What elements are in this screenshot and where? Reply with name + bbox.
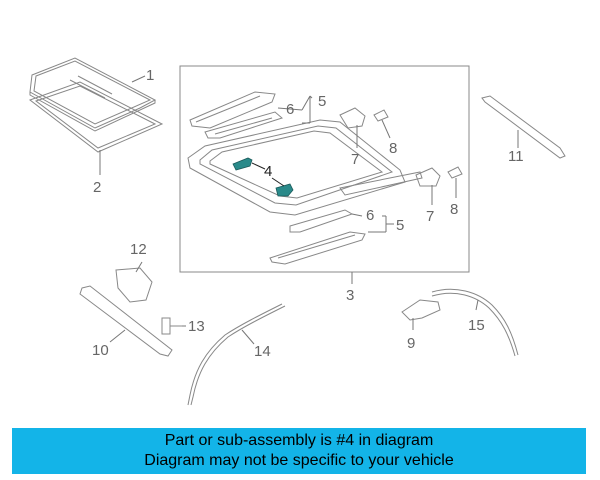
callout-15: 15 bbox=[468, 317, 485, 334]
bracket-part-12 bbox=[115, 267, 153, 303]
banner-line-1: Part or sub-assembly is #4 in diagram bbox=[164, 432, 434, 449]
clip-part-8 bbox=[373, 109, 463, 179]
lower-guide-rail bbox=[269, 209, 366, 265]
callout-5-lower: 5 bbox=[396, 217, 404, 234]
callout-6-upper: 6 bbox=[286, 101, 294, 118]
callout-14: 14 bbox=[254, 343, 271, 360]
drip-rail-part-11 bbox=[481, 95, 566, 159]
banner-line-2: Diagram may not be specific to your vehi… bbox=[144, 452, 454, 469]
callout-5-upper: 5 bbox=[318, 93, 326, 110]
highlighted-part-4 bbox=[232, 157, 294, 197]
bracket-part-7 bbox=[339, 107, 441, 187]
bolt-part-13 bbox=[161, 317, 182, 335]
callout-8-lower: 8 bbox=[450, 201, 458, 218]
drain-hose-part-14 bbox=[187, 303, 283, 406]
upper-guide-rail bbox=[189, 91, 284, 139]
drain-hose-part-15 bbox=[431, 288, 519, 356]
callout-11: 11 bbox=[508, 148, 524, 165]
callout-4: 4 bbox=[264, 163, 272, 180]
callout-8-upper: 8 bbox=[389, 140, 397, 157]
callout-7-upper: 7 bbox=[351, 151, 359, 168]
part-info-banner: Part or sub-assembly is #4 in diagram Di… bbox=[12, 428, 586, 474]
callout-3: 3 bbox=[346, 287, 354, 304]
callout-9: 9 bbox=[407, 335, 415, 352]
callout-13: 13 bbox=[188, 318, 205, 335]
bracket-part-9 bbox=[401, 299, 441, 321]
callout-10: 10 bbox=[92, 342, 109, 359]
glass-panel-part-1 bbox=[29, 57, 157, 132]
sunroof-assembly-box bbox=[179, 65, 470, 273]
parts-diagram: 1 2 3 4 5 5 6 6 7 7 8 8 9 10 11 12 13 14… bbox=[28, 57, 566, 406]
sunroof-frame-part-3 bbox=[187, 119, 423, 216]
callout-1: 1 bbox=[146, 67, 154, 84]
callout-7-lower: 7 bbox=[426, 208, 434, 225]
leader-lines bbox=[99, 75, 519, 345]
seal-part-2 bbox=[28, 81, 164, 153]
callout-2: 2 bbox=[93, 179, 101, 196]
deflector-part-10 bbox=[79, 285, 173, 357]
callout-6-lower: 6 bbox=[366, 207, 374, 224]
callout-12: 12 bbox=[130, 241, 147, 258]
